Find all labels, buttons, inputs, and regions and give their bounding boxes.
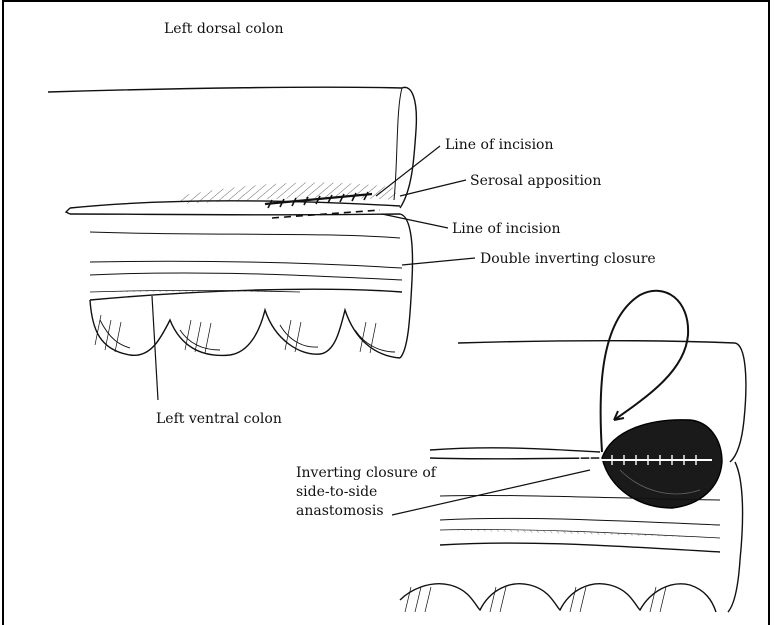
label-double-inverting-closure: Double inverting closure <box>480 250 656 268</box>
label-line-of-incision-upper: Line of incision <box>445 136 554 154</box>
label-line-of-incision-lower: Line of incision <box>452 220 561 238</box>
label-left-ventral-colon: Left ventral colon <box>156 410 282 428</box>
lower-colon-drawing <box>392 291 746 612</box>
label-left-dorsal-colon: Left dorsal colon <box>164 20 284 38</box>
upper-colon-drawing <box>48 87 416 400</box>
label-inverting-closure: Inverting closure of side-to-side anasto… <box>296 464 456 521</box>
label-serosal-apposition: Serosal apposition <box>470 172 601 190</box>
